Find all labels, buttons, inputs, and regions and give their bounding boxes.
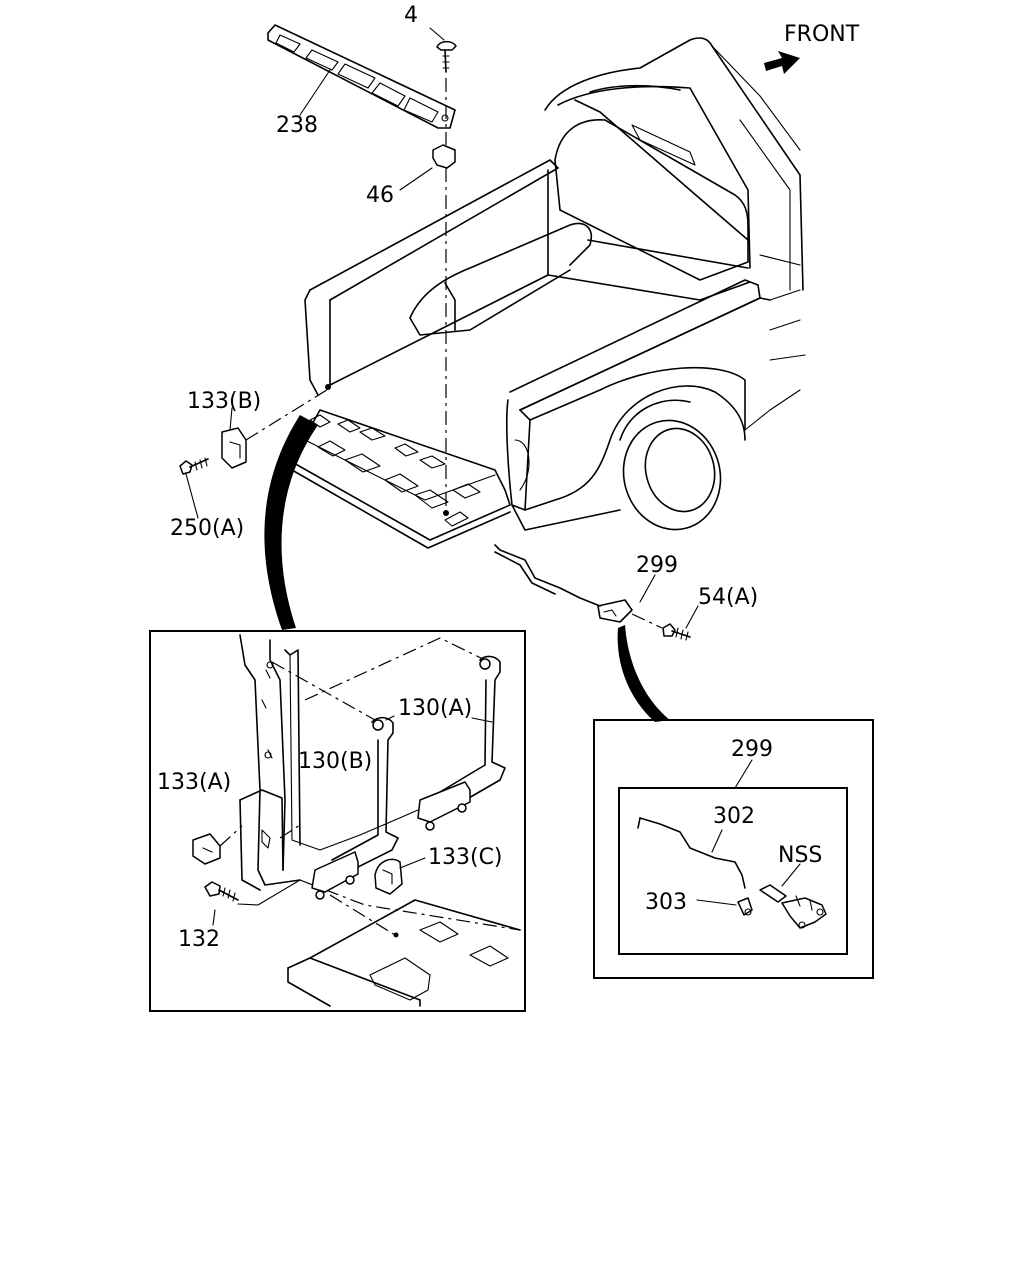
callout-302: 302 <box>713 804 755 829</box>
front-direction-indicator: FRONT <box>764 22 860 74</box>
detail-arrow-left <box>264 415 318 630</box>
upper-parts <box>267 24 457 516</box>
callout-130a: 130(A) <box>398 696 472 721</box>
leaders-upper <box>229 69 656 603</box>
pickup-truck-illustration <box>291 37 806 623</box>
callout-nss: NSS <box>778 843 822 868</box>
detail-cable-drawing <box>637 759 827 929</box>
front-label: FRONT <box>784 22 860 47</box>
detail-panel-hinge <box>149 630 526 1012</box>
callout-46: 46 <box>366 183 394 208</box>
detail-panel-cable-inner <box>618 787 848 955</box>
callout-299-detail: 299 <box>731 737 773 762</box>
callout-303: 303 <box>645 890 687 915</box>
callout-labels: 4 238 46 133(B) 250(A) 299 54(A) 130(A) … <box>157 3 822 952</box>
callout-133a: 133(A) <box>157 770 231 795</box>
callout-133b: 133(B) <box>187 389 261 414</box>
callout-130b: 130(B) <box>298 749 372 774</box>
bracket-133b-assembly <box>179 384 331 519</box>
callout-54a: 54(A) <box>698 585 758 610</box>
detail-hinge-drawing <box>192 634 521 1007</box>
callout-132: 132 <box>178 927 220 952</box>
callout-299: 299 <box>636 553 678 578</box>
detail-arrow-right <box>617 625 670 722</box>
callout-133c: 133(C) <box>428 845 503 870</box>
bolt-54a <box>631 605 699 641</box>
callout-238: 238 <box>276 113 318 138</box>
front-arrow-icon <box>764 51 800 74</box>
callout-4: 4 <box>404 3 418 28</box>
callout-250a: 250(A) <box>170 516 244 541</box>
detail-panel-cable <box>593 719 874 979</box>
